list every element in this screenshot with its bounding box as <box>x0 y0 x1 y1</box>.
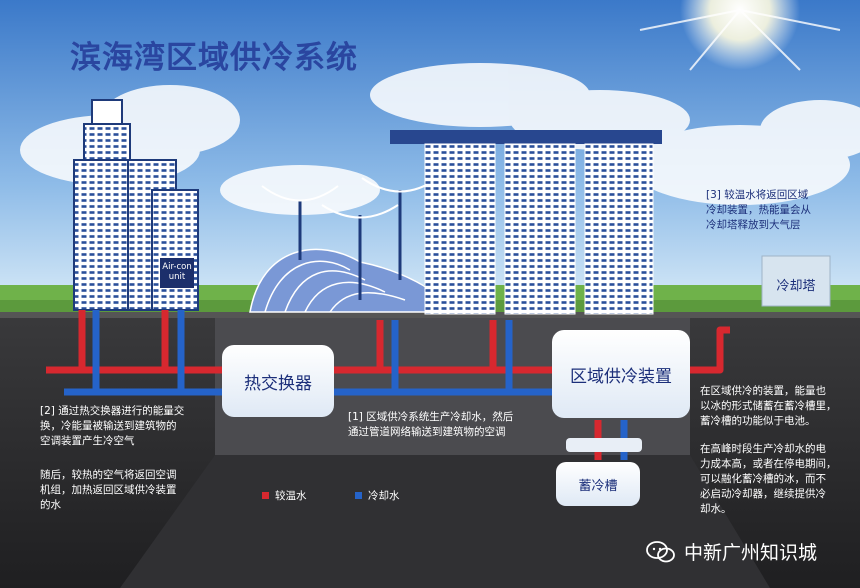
plant-box <box>552 330 690 418</box>
cooling-tower-label: 冷却塔 <box>776 278 816 294</box>
storage-box <box>556 462 640 506</box>
page-title: 滨海湾区域供冷系统 <box>70 40 358 76</box>
legend-cool-swatch <box>355 492 362 499</box>
plant-label: 区域供冷装置 <box>570 366 672 387</box>
heat-exchanger-label: 热交换器 <box>244 373 312 394</box>
sun-rays <box>639 9 841 71</box>
legend-cool-label: 冷却水 <box>368 490 400 502</box>
heat-exchanger-box <box>222 345 334 417</box>
cooling-tower <box>761 255 831 307</box>
note-storage: 在区域供冷的装置，能量也 以冰的形式储蓄在蓄冷槽里， 蓄冷槽的功能似于电池。 <box>700 385 837 427</box>
legend-warm: 较温水 <box>262 488 307 503</box>
supertrees <box>261 177 439 300</box>
air-con-unit-label: Air-con unit <box>162 262 192 282</box>
note-1: [1] 区域供冷系统生产冷却水，然后 通过管道网络输送到建筑物的空调 <box>348 411 514 438</box>
watermark-text: 中新广州知识城 <box>684 542 818 564</box>
legend-cool: 冷却水 <box>355 488 400 503</box>
warm-pipe-network <box>46 310 730 460</box>
watermark: 中新广州知识城 <box>646 538 817 565</box>
note-3: [3] 较温水将返回区域 冷却装置，热能量会从 冷却塔释放到大气层 <box>706 189 811 231</box>
note-2b: 随后，较热的空气将返回空调 机组，加热返回区域供冷装置 的水 <box>40 469 177 511</box>
left-buildings <box>73 99 199 311</box>
note-2a: [2] 通过热交换器进行的能量交 换，冷能量被输送到建筑物的 空调装置产生冷空气 <box>40 405 185 447</box>
legend-warm-label: 较温水 <box>275 490 307 502</box>
sun <box>680 0 800 70</box>
wechat-icon <box>646 540 675 562</box>
marina-towers <box>390 130 662 315</box>
legend-warm-swatch <box>262 492 269 499</box>
note-peak: 在高峰时段生产冷却水的电 力成本高，或者在停电期间， 可以融化蓄冷槽的冰，而不 … <box>700 443 837 515</box>
storage-label: 蓄冷槽 <box>578 478 618 494</box>
